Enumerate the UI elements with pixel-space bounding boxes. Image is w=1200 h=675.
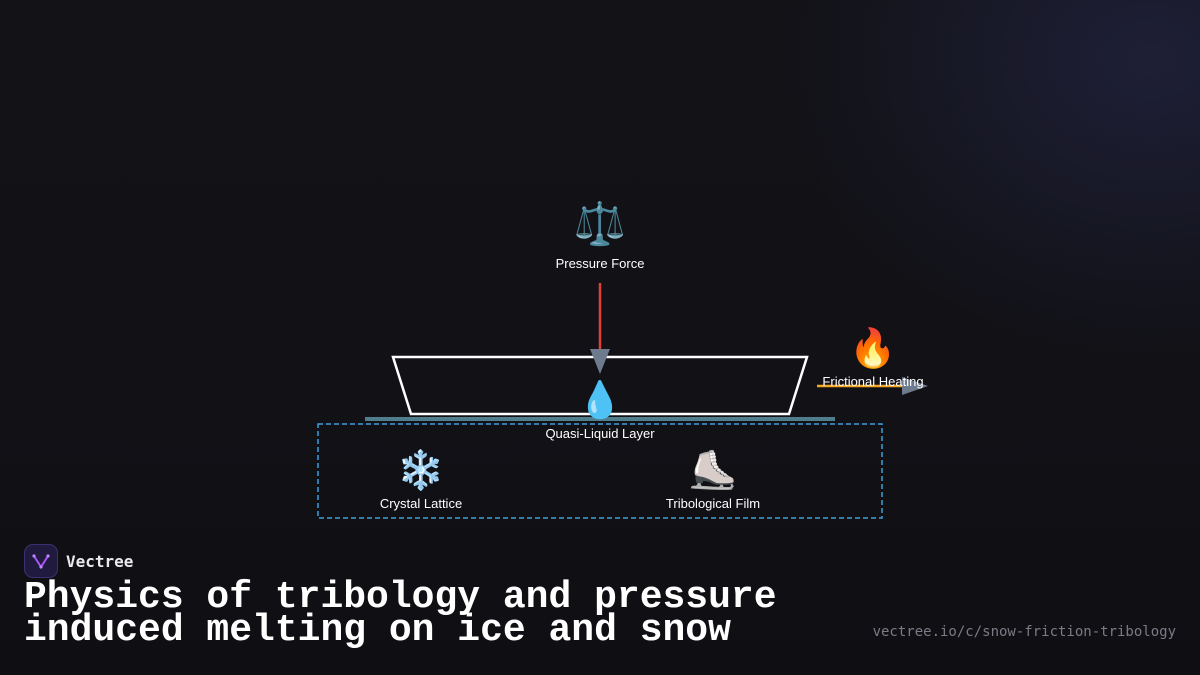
friction-arrow-head — [902, 377, 928, 395]
pressure-arrow-head — [590, 349, 610, 374]
page-title: Physics of tribology and pressure induce… — [24, 576, 844, 652]
ice-skate-icon: ⛸️ — [689, 448, 736, 492]
crystal-lattice-label: Crystal Lattice — [380, 496, 462, 511]
snowflake-icon: ❄️ — [397, 448, 444, 492]
title-line-2: induced melting on ice and snow — [24, 609, 731, 652]
source-url[interactable]: vectree.io/c/snow-friction-tribology — [872, 624, 1176, 640]
brand-name: Vectree — [66, 551, 134, 571]
brand: Vectree — [24, 544, 133, 578]
pressure-force-label: Pressure Force — [556, 256, 645, 271]
vectree-logo-icon — [24, 544, 58, 578]
title-line-1: Physics of tribology and pressure — [24, 576, 777, 619]
quasi-liquid-layer-label: Quasi-Liquid Layer — [545, 426, 655, 441]
droplet-icon: 💧 — [578, 379, 623, 420]
skate-blade-outline — [391, 355, 809, 416]
frictional-heating-label: Frictional Heating — [822, 374, 923, 389]
surface-group-box — [317, 423, 883, 519]
fire-icon: 🔥 — [849, 326, 896, 370]
tribological-film-label: Tribological Film — [666, 496, 760, 511]
balance-scale-icon: ⚖️ — [574, 199, 626, 248]
